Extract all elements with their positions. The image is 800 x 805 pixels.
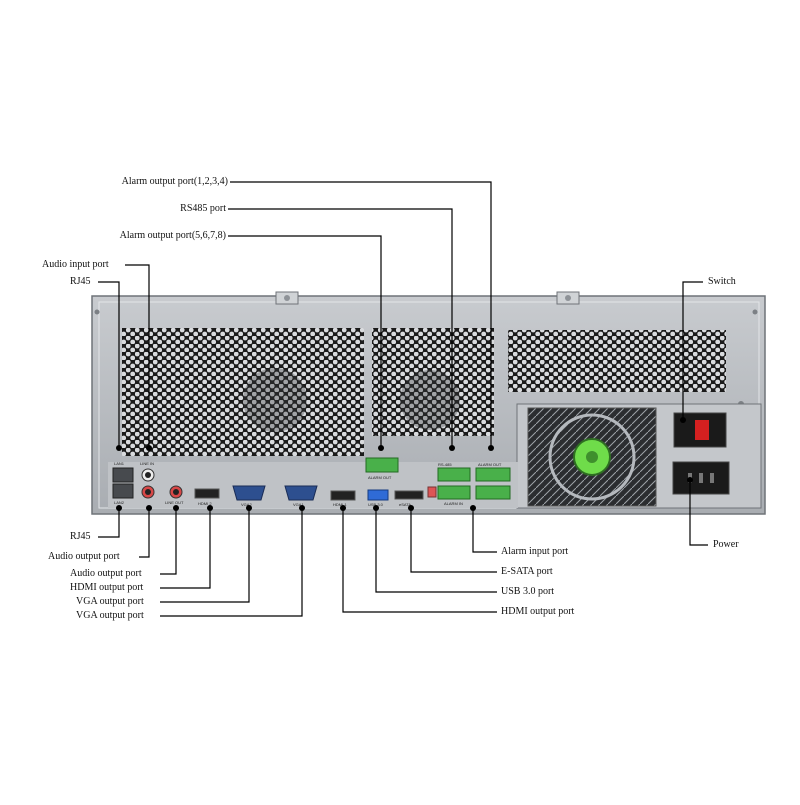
leader-audio-input xyxy=(125,264,150,448)
alarm-output-terminal-5-8[interactable] xyxy=(365,457,399,473)
leader-switch xyxy=(682,281,703,420)
label-audio-output-1: Audio output port xyxy=(48,551,120,562)
silkscreen-alarm-out: ALARM OUT xyxy=(478,462,502,467)
silkscreen-hdmi1: HDMI 1 xyxy=(333,502,347,507)
vga-port-1[interactable] xyxy=(284,485,318,501)
label-usb3: USB 3.0 port xyxy=(501,586,555,597)
leader-alarm-input xyxy=(472,508,497,553)
label-power: Power xyxy=(713,539,739,550)
label-hdmi-output-left: HDMI output port xyxy=(70,582,144,593)
rj45-port-2[interactable] xyxy=(112,483,134,499)
alarm-output-terminal-1-4[interactable] xyxy=(475,467,511,482)
alarm-input-terminal-1[interactable] xyxy=(437,485,471,500)
silkscreen-lan: LAN1 xyxy=(114,461,125,466)
label-alarm-output-5678: Alarm output port(5,6,7,8) xyxy=(119,230,226,241)
silkscreen-hdmi2: HDMI 2 xyxy=(198,501,212,506)
silkscreen-alarm-out-top: ALARM OUT xyxy=(368,475,392,480)
silkscreen-lan2: LAN2 xyxy=(114,500,125,505)
power-supply-module xyxy=(516,403,762,509)
leader-alarm-output-5678 xyxy=(228,235,382,448)
label-audio-input: Audio input port xyxy=(42,259,109,270)
label-hdmi-output-right: HDMI output port xyxy=(501,606,575,617)
leader-lines xyxy=(98,181,708,617)
label-vga-output-1: VGA output port xyxy=(76,596,144,607)
silkscreen-rs485: RS-485 xyxy=(438,462,452,467)
label-switch: Switch xyxy=(708,276,736,287)
label-rs485: RS485 port xyxy=(180,203,226,214)
leader-rj45-top xyxy=(98,281,120,448)
hdmi-port-1[interactable] xyxy=(330,490,356,501)
silkscreen-esata: eSATA xyxy=(399,502,411,507)
silkscreen-usb: USB 3.0 xyxy=(368,502,384,507)
usb3-port[interactable] xyxy=(367,489,389,501)
leader-power xyxy=(689,480,708,546)
leader-hdmi-output-left xyxy=(160,508,211,589)
label-rj45-top: RJ45 xyxy=(70,276,91,287)
silkscreen-vga1: VGA1 xyxy=(293,502,304,507)
leader-rj45-bottom xyxy=(98,508,120,538)
leader-dots xyxy=(116,417,693,511)
label-alarm-output-1234: Alarm output port(1,2,3,4) xyxy=(121,176,228,187)
leader-esata xyxy=(410,508,497,573)
io-port-strip: LAN1 LAN2 LINE IN LINE OUT HDMI 2 VGA2 V… xyxy=(108,457,518,508)
alarm-input-terminal-2[interactable] xyxy=(475,485,511,500)
label-esata: E-SATA port xyxy=(501,566,553,577)
silkscreen-line-out: LINE OUT xyxy=(165,500,184,505)
silkscreen-line-in: LINE IN xyxy=(140,461,154,466)
esata-port[interactable] xyxy=(394,490,424,500)
leader-rs485 xyxy=(228,208,453,448)
leader-alarm-output-1234 xyxy=(230,181,492,448)
hdmi-port-2[interactable] xyxy=(194,488,220,499)
leader-audio-output-2 xyxy=(160,508,177,575)
leader-vga-output-2 xyxy=(160,508,303,617)
leader-audio-output-1 xyxy=(139,508,150,558)
label-alarm-input: Alarm input port xyxy=(501,546,569,557)
ventilation-grid xyxy=(122,328,726,456)
rs485-terminal[interactable] xyxy=(437,467,471,482)
silkscreen-alarm-in: ALARM IN xyxy=(444,501,463,506)
leader-vga-output-1 xyxy=(160,508,250,603)
vga-port-2[interactable] xyxy=(232,485,266,501)
label-audio-output-2: Audio output port xyxy=(70,568,142,579)
label-rj45-bottom: RJ45 xyxy=(70,531,91,542)
leader-hdmi-output-right xyxy=(342,508,497,613)
label-vga-output-2: VGA output port xyxy=(76,610,144,621)
leader-usb3 xyxy=(375,508,497,593)
rj45-port-1[interactable] xyxy=(112,467,134,483)
silkscreen-vga2: VGA2 xyxy=(241,502,252,507)
